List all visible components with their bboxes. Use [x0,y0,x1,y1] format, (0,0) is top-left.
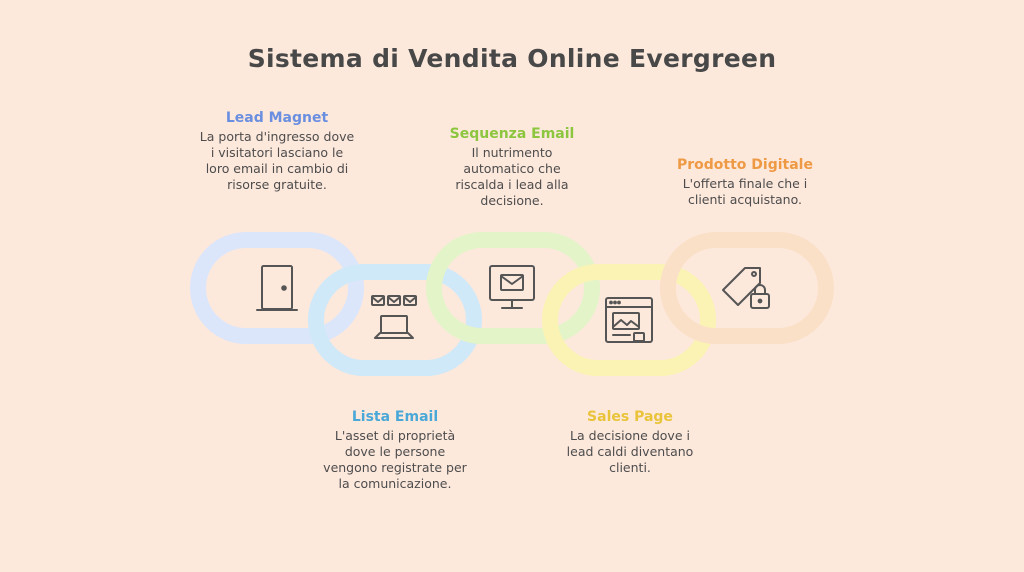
laptop-mail-icon [371,295,417,339]
chain-ring-prodotto-digitale [660,232,834,344]
step-sequenza-email: Sequenza Email Il nutrimento automatico … [438,126,586,209]
chain-ring-sequenza-email [426,232,600,344]
step-lista-email: Lista Email L'asset di proprietà dove le… [320,409,470,492]
step-title: Lead Magnet [225,110,329,126]
step-prodotto-digitale: Prodotto Digitale L'offerta finale che i… [670,157,820,208]
price-tag-lock-icon [722,267,770,309]
step-title: Sales Page [587,409,673,425]
step-description: La porta d'ingresso dove i visitatori la… [199,129,355,192]
step-sales-page: Sales Page La decisione dove i lead cald… [555,409,705,476]
step-description: L'offerta finale che i clienti acquistan… [682,176,808,207]
monitor-mail-icon [489,265,535,309]
step-title: Sequenza Email [449,126,575,142]
step-description: La decisione dove i lead caldi diventano… [566,428,694,475]
step-description: L'asset di proprietà dove le persone ven… [323,428,467,491]
webpage-icon [605,297,653,343]
chain-ring-lead-magnet [190,232,364,344]
step-title: Lista Email [351,409,439,425]
chain-ring-sales-page [542,264,716,376]
chain-ring-lista-email [308,264,482,376]
door-icon [256,265,298,311]
step-lead-magnet: Lead Magnet La porta d'ingresso dove i v… [199,110,355,193]
step-title: Prodotto Digitale [677,157,813,173]
diagram-title: Sistema di Vendita Online Evergreen [247,44,777,73]
step-description: Il nutrimento automatico che riscalda i … [455,145,569,208]
